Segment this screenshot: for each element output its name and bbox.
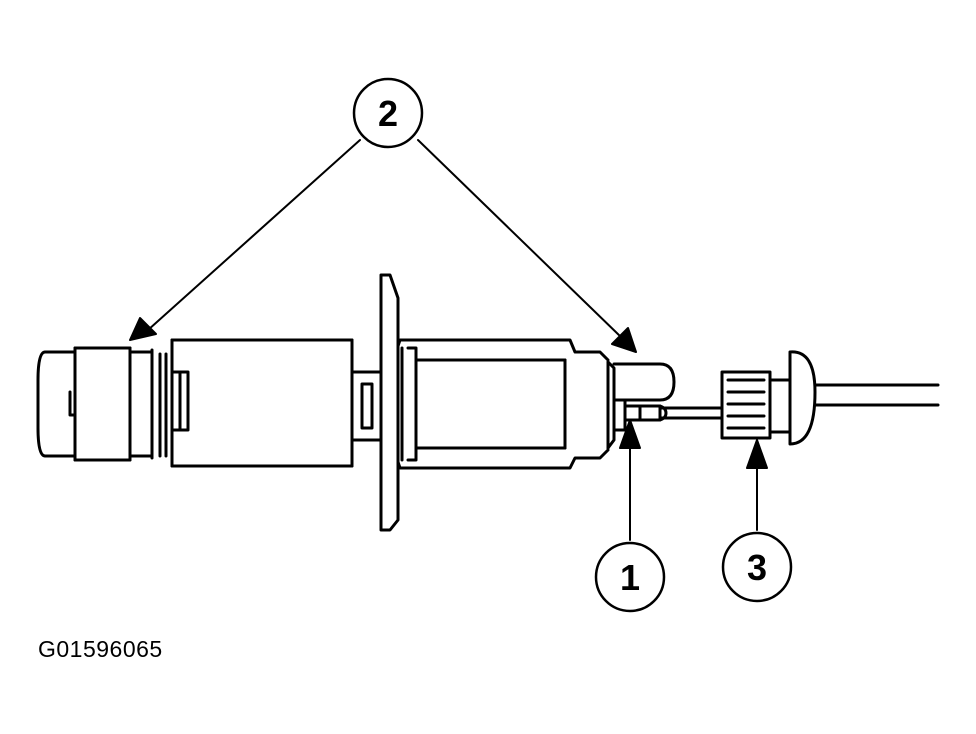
left-end-connector	[36, 346, 168, 462]
callout-1: 1	[594, 541, 666, 613]
mounting-flange	[379, 273, 400, 532]
callout-2: 2	[352, 77, 424, 149]
oil-screen-filter	[720, 350, 940, 446]
figure-id: G01596065	[38, 636, 163, 662]
callout-leaders	[129, 139, 768, 541]
main-body	[170, 338, 382, 468]
callout-3: 3	[721, 531, 793, 603]
right-housing	[396, 338, 616, 470]
callout-2-label: 2	[378, 93, 398, 134]
spool-valve-end	[612, 362, 724, 432]
callout-1-label: 1	[620, 557, 640, 598]
callout-3-label: 3	[747, 547, 767, 588]
